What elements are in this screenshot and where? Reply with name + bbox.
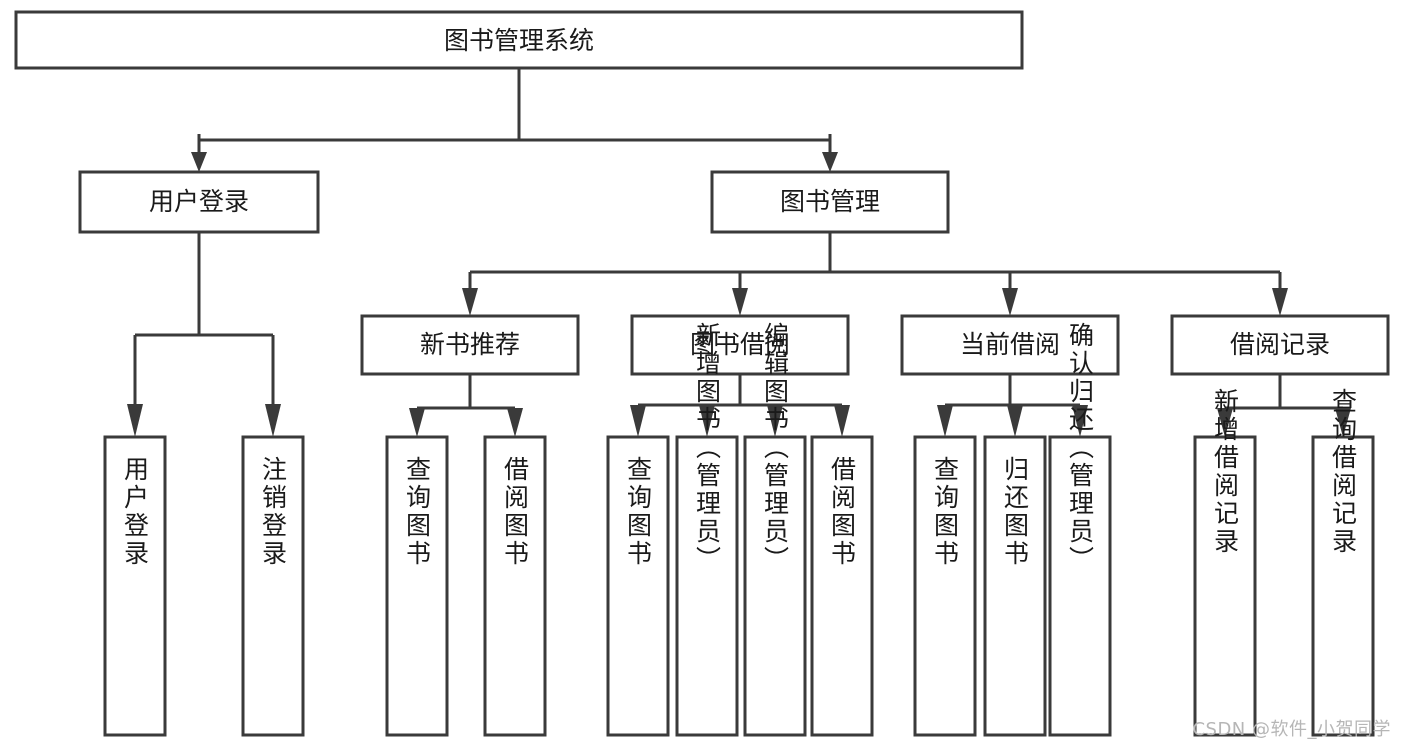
arrow-head-leaf-edit-book (767, 405, 783, 437)
leaf-borrow-book-1-label: 借阅图书 (501, 456, 530, 568)
leaf-user-logout[interactable]: 注销登录 (241, 435, 305, 737)
arrow-head-leaf-query-record (1335, 408, 1351, 437)
leaf-user-logout-label: 注销登录 (259, 456, 288, 568)
node-new-book-recommend-box[interactable] (360, 314, 580, 376)
leaf-query-book-2-label: 查询图书 (624, 456, 653, 568)
leaf-return-book-label: 归还图书 (1001, 456, 1030, 568)
leaf-query-book-3-label: 查询图书 (931, 456, 960, 568)
leaf-edit-book[interactable]: 编辑图书（管理员） (743, 322, 807, 737)
leaf-confirm-return-label: 确认归还（管理员） (1066, 322, 1095, 574)
leaf-query-record-label: 查询借阅记录 (1329, 388, 1358, 556)
leaf-add-record-box[interactable] (1193, 435, 1257, 737)
arrow-head-leaf-add-book (699, 405, 715, 437)
node-user-login-label: 用户登录 (149, 187, 249, 216)
leaf-borrow-book-2[interactable]: 借阅图书 (810, 435, 874, 737)
leaf-return-book-box[interactable] (983, 435, 1047, 737)
leaf-confirm-return-box[interactable] (1048, 435, 1112, 737)
arrow-head-leaf-query-book-3 (937, 405, 953, 437)
node-book-borrow-box[interactable] (630, 314, 850, 376)
node-borrow-record-box[interactable] (1170, 314, 1390, 376)
node-book-manage[interactable]: 图书管理 (710, 170, 950, 234)
leaf-add-book[interactable]: 新增图书（管理员） (675, 322, 739, 737)
arrow-head-leaf-user-login (127, 404, 143, 437)
leaf-confirm-return[interactable]: 确认归还（管理员） (1048, 322, 1112, 737)
node-current-borrow[interactable]: 当前借阅 (900, 314, 1120, 376)
arrow-head-leaf-return-book (1007, 405, 1023, 437)
node-root-box[interactable] (14, 10, 1024, 70)
leaf-user-login[interactable]: 用户登录 (103, 435, 167, 737)
leaf-query-book-1-box[interactable] (385, 435, 449, 737)
leaf-query-record[interactable]: 查询借阅记录 (1311, 388, 1375, 737)
arrow-head-current-borrow (1002, 288, 1018, 316)
leaf-edit-book-label: 编辑图书（管理员） (761, 322, 790, 574)
leaf-query-record-box[interactable] (1311, 435, 1375, 737)
leaf-query-book-1-label: 查询图书 (403, 456, 432, 568)
arrow-head-leaf-add-record (1217, 408, 1233, 437)
arrow-head-leaf-confirm-return (1072, 405, 1088, 437)
leaf-query-book-2-box[interactable] (606, 435, 670, 737)
leaf-query-book-1[interactable]: 查询图书 (385, 435, 449, 737)
leaf-return-book[interactable]: 归还图书 (983, 435, 1047, 737)
arrow-head-book-borrow (732, 288, 748, 316)
csdn-watermark: CSDN @软件_小贺同学 (1192, 719, 1391, 740)
node-borrow-record-label: 借阅记录 (1230, 330, 1330, 359)
leaf-user-login-label: 用户登录 (121, 456, 150, 568)
leaf-borrow-book-2-box[interactable] (810, 435, 874, 737)
leaf-query-book-2[interactable]: 查询图书 (606, 435, 670, 737)
leaf-borrow-book-1-box[interactable] (483, 435, 547, 737)
arrow-head-new-book-recommend (462, 288, 478, 316)
arrow-head-leaf-borrow-book-1 (507, 408, 523, 437)
arrow-head-leaf-borrow-book-2 (834, 405, 850, 437)
arrow-head-borrow-record (1272, 288, 1288, 316)
node-new-book-recommend[interactable]: 新书推荐 (360, 314, 580, 376)
leaf-add-record[interactable]: 新增借阅记录 (1193, 388, 1257, 737)
node-borrow-record[interactable]: 借阅记录 (1170, 314, 1390, 376)
node-new-book-recommend-label: 新书推荐 (420, 330, 520, 359)
arrow-head-leaf-query-book-2 (630, 405, 646, 437)
arrow-head-leaf-query-book-1 (409, 408, 425, 437)
leaf-add-book-box[interactable] (675, 435, 739, 737)
connector-layer (127, 68, 1351, 437)
leaf-user-login-box[interactable] (103, 435, 167, 737)
node-book-borrow[interactable]: 图书借阅 (630, 314, 850, 376)
leaf-edit-book-box[interactable] (743, 435, 807, 737)
leaf-query-book-3-box[interactable] (913, 435, 977, 737)
node-user-login[interactable]: 用户登录 (78, 170, 320, 234)
node-current-borrow-box[interactable] (900, 314, 1120, 376)
leaf-borrow-book-1[interactable]: 借阅图书 (483, 435, 547, 737)
node-current-borrow-label: 当前借阅 (960, 330, 1060, 359)
arrow-head-leaf-user-logout (265, 404, 281, 437)
leaf-add-record-label: 新增借阅记录 (1211, 388, 1240, 556)
node-root-label: 图书管理系统 (444, 26, 594, 55)
arrow-head-user-login (191, 152, 207, 172)
node-user-login-box[interactable] (78, 170, 320, 234)
node-root[interactable]: 图书管理系统 (14, 10, 1024, 70)
node-book-manage-box[interactable] (710, 170, 950, 234)
leaf-add-book-label: 新增图书（管理员） (693, 322, 722, 574)
arrow-head-book-manage (822, 152, 838, 172)
leaf-user-logout-box[interactable] (241, 435, 305, 737)
node-book-manage-label: 图书管理 (780, 187, 880, 216)
leaf-borrow-book-2-label: 借阅图书 (828, 456, 857, 568)
leaf-query-book-3[interactable]: 查询图书 (913, 435, 977, 737)
node-book-borrow-label: 图书借阅 (690, 330, 790, 359)
